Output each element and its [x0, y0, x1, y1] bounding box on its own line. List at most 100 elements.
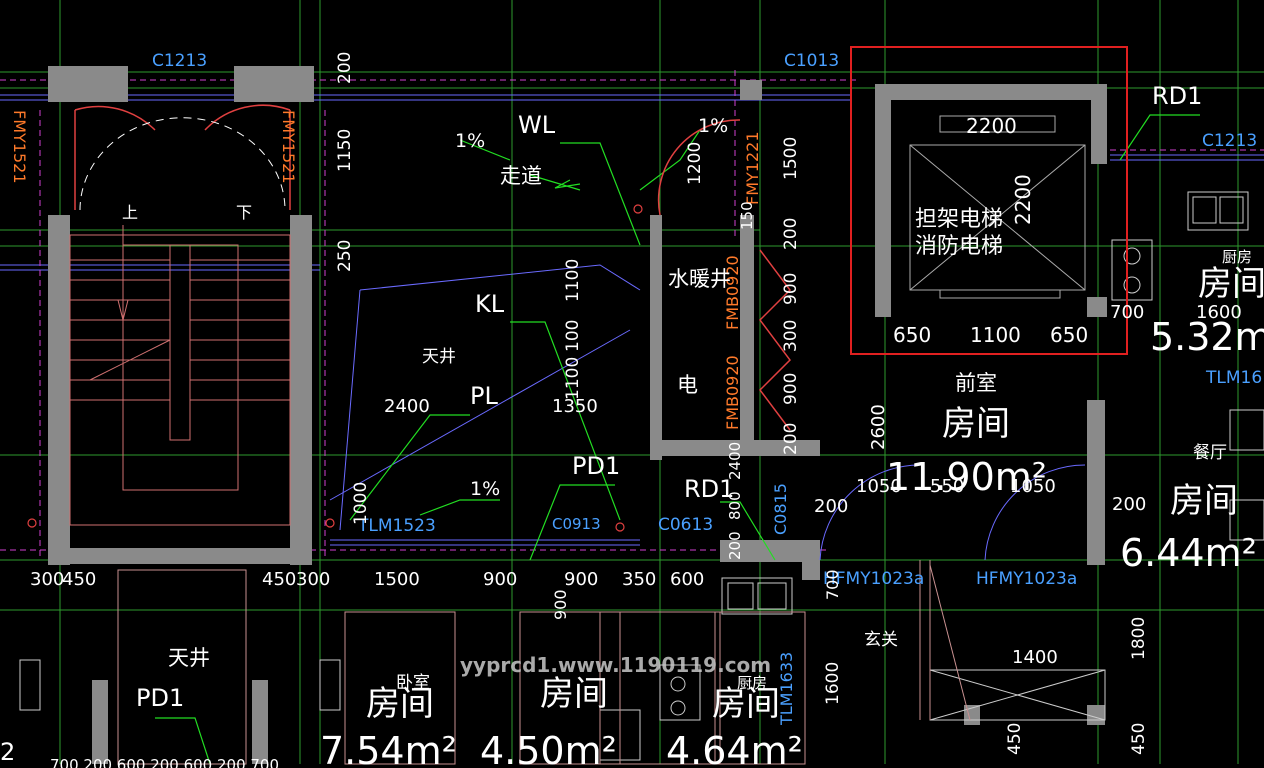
dim-b1500: 1500: [374, 569, 420, 590]
label-bedroom: 卧室: [396, 673, 430, 693]
label-pl: PL: [470, 382, 498, 410]
dim-200-a: 200: [781, 218, 801, 250]
room-name-6: 房间: [712, 684, 780, 724]
label-kitchen-1: 厨房: [1222, 248, 1252, 266]
dashed-lines: [0, 70, 1264, 560]
label-kl: KL: [475, 290, 505, 318]
label-elevator-line1: 担架电梯: [915, 207, 1003, 232]
room-area-5: 4.50m²: [480, 729, 617, 768]
dim-b1800: 1800: [1129, 617, 1149, 660]
dim-1100b: 1100: [563, 357, 583, 400]
dim-b900b: 900: [564, 569, 598, 590]
label-wl: WL: [518, 111, 556, 139]
label-corridor: 走道: [500, 164, 542, 188]
label-fmb0920-bottom: FMB0920: [723, 355, 742, 430]
dim-elevator-depth: 2200: [1011, 174, 1035, 225]
dim-right-700: 700: [1110, 302, 1144, 323]
dim-1500-vert: 1500: [781, 137, 801, 180]
label-rd1-top: RD1: [1152, 82, 1202, 110]
dim-b900-v: 900: [551, 589, 570, 620]
room-area-4: 7.54m²: [320, 729, 457, 768]
dim-b350: 350: [622, 569, 656, 590]
stair-dashed-arc: [79, 117, 286, 211]
label-slope-2: 1%: [698, 115, 728, 137]
label-rd1-mid: RD1: [684, 475, 734, 503]
dim-800: 800: [726, 491, 744, 520]
label-down: 下: [236, 203, 252, 222]
dim-1150: 1150: [335, 129, 355, 172]
text-layer: C1213 C1013 C1213 RD1 RD1 WL KL PL PD1 P…: [0, 51, 1264, 768]
label-hfmy-right: HFMY1023a: [976, 569, 1077, 589]
dim-1350: 1350: [552, 396, 598, 417]
dim-200-right: 200: [1112, 494, 1146, 515]
dim-250: 250: [335, 240, 355, 272]
dim-elev-bottom-3: 650: [1050, 323, 1088, 347]
label-entrance: 玄关: [864, 630, 898, 650]
room-name-3: 房间: [1198, 264, 1264, 304]
dim-200-d: 200: [726, 531, 744, 560]
dim-b300b: 300: [296, 569, 330, 590]
dim-2600: 2600: [868, 404, 889, 450]
dim-1100: 1100: [563, 259, 583, 302]
dim-200-c: 200: [814, 496, 848, 517]
label-fmy1221: FMY1221: [743, 132, 762, 206]
bottom-partitions: [117, 560, 971, 765]
dim-2400: 2400: [384, 396, 430, 417]
dim-1000: 1000: [351, 482, 371, 525]
dim-150: 150: [738, 201, 756, 230]
dim-b450-v2: 450: [1129, 723, 1149, 755]
room-name-4: 房间: [366, 684, 434, 724]
room-area-3: 5.32m: [1150, 315, 1264, 359]
label-electric: 电: [677, 373, 698, 397]
dim-900-a: 900: [781, 273, 801, 305]
label-kitchen-2: 厨房: [737, 674, 767, 692]
dim-b1600: 1600: [823, 662, 843, 705]
label-c0913: C0913: [552, 515, 601, 533]
elevator-highlight-box: [850, 46, 1128, 355]
annotation-lines: [155, 114, 1200, 765]
dim-1200: 1200: [685, 142, 705, 185]
label-tlm1523: TLM1523: [357, 516, 436, 536]
label-c0613: C0613: [658, 515, 713, 535]
dim-b700: 700: [823, 569, 842, 600]
room-area-left: 2: [0, 738, 15, 766]
room-area-6: 4.64m²: [666, 729, 803, 768]
dim-elevator-width: 2200: [966, 114, 1017, 138]
label-water-heating-shaft: 水暖井: [668, 267, 731, 291]
label-hfmy-left: HFMY1023a: [823, 569, 924, 589]
dim-b600: 600: [670, 569, 704, 590]
stair: [69, 225, 291, 526]
watermark: yyprcd1.www.1190119.com: [460, 653, 771, 677]
room-area-1: 11.90m²: [886, 455, 1047, 499]
dim-b900a: 900: [483, 569, 517, 590]
walls: [48, 66, 1107, 764]
label-skywell-1: 天井: [422, 347, 456, 367]
dim-200-top: 200: [335, 52, 355, 84]
elevator-car: [909, 115, 1086, 299]
dim-2400-v: 2400: [726, 442, 744, 480]
dim-1050-a: 1050: [856, 476, 902, 497]
label-slope-3: 1%: [470, 478, 500, 500]
dim-300: 300: [781, 320, 801, 352]
dim-b300a: 300: [30, 569, 64, 590]
label-c0815: C0815: [771, 483, 790, 535]
label-pd1-mid: PD1: [572, 452, 620, 480]
dim-200-b: 200: [781, 423, 801, 455]
window-lines: [0, 94, 1264, 546]
dim-550: 550: [930, 476, 964, 497]
room-name-1: 房间: [942, 404, 1010, 444]
label-fmy-left: FMY1521: [10, 110, 29, 184]
label-c1213-right: C1213: [1202, 131, 1257, 151]
label-fmy-right: FMY1521: [279, 110, 298, 184]
dim-b1400: 1400: [1012, 647, 1058, 668]
label-elevator-line2: 消防电梯: [915, 234, 1003, 259]
dim-1050-b: 1050: [1010, 476, 1056, 497]
label-fmb0920-top: FMB0920: [723, 255, 742, 330]
dim-b450a: 450: [62, 569, 96, 590]
dim-b450-v: 450: [1005, 723, 1025, 755]
dim-900-b: 900: [781, 373, 801, 405]
label-c1013: C1013: [784, 51, 839, 71]
